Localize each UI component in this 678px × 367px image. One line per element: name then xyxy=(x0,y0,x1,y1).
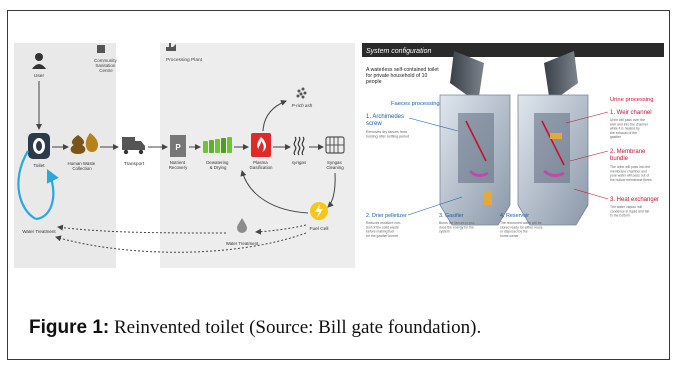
user-node: User xyxy=(32,53,46,79)
cleaning-node: Syngas Cleaning xyxy=(325,136,345,170)
fuelcell-node: Fuel Cell xyxy=(310,202,329,232)
plant-label-text: Processing Plant xyxy=(166,57,203,63)
archimedes-title: 1. Archimedes screw xyxy=(366,114,406,127)
water-treatment-left-label: Water Treatment xyxy=(22,229,56,234)
membrane-title: 2. Membrane bundle xyxy=(610,149,647,162)
toilet-cutaway-illustration xyxy=(439,51,589,226)
drier-title: 2. Drier pelletizer xyxy=(366,213,407,219)
sack-icon xyxy=(170,135,186,157)
system-configuration: System configuration A waterless self-co… xyxy=(362,43,664,271)
plant-label: Processing Plant xyxy=(166,43,203,63)
exchanger-title: 3. Heat exchanger xyxy=(610,197,659,203)
urine-title: Urine processing xyxy=(610,97,654,103)
svg-text:Plasma Gasification: Plasma Gasification xyxy=(250,160,273,170)
flow-diagram: Community Sanitation Centre Processing P… xyxy=(14,43,355,268)
figure-label: Figure 1: xyxy=(29,317,110,338)
svg-text:Nutrient Recovery: Nutrient Recovery xyxy=(169,160,188,170)
weir-title: 1. Weir channel xyxy=(610,110,652,116)
syngas-label: syngas xyxy=(292,160,307,165)
gasifier-title: 3. Gasifier xyxy=(439,213,464,219)
transport-node: Transport xyxy=(122,137,145,167)
ash-label: P-rich ash xyxy=(292,103,313,108)
building-icon xyxy=(97,45,105,53)
community-label: Community Sanitation Centre xyxy=(94,45,118,73)
nutrient-node: P Nutrient Recovery xyxy=(169,135,188,170)
exchanger-desc: The water vapour will condense in liquid… xyxy=(610,205,650,218)
figure-caption-text: Reinvented toilet (Source: Bill gate fou… xyxy=(113,317,482,338)
svg-text:Syngas Cleaning: Syngas Cleaning xyxy=(326,160,344,170)
figure-image: Community Sanitation Centre Processing P… xyxy=(14,43,664,271)
fuelcell-label: Fuel Cell xyxy=(310,226,329,232)
gasifier-desc: Burns the faeces to pro- duce the energy… xyxy=(439,221,476,234)
flame-icon xyxy=(251,133,271,157)
figure-caption: Figure 1: Reinvented toilet (Source: Bil… xyxy=(29,317,481,339)
pellets-icon xyxy=(203,137,232,153)
toilet-label: Toilet xyxy=(33,163,45,169)
water-mid-node: Water Treatment xyxy=(226,218,259,246)
ash-node: P-rich ash xyxy=(292,87,313,108)
plasma-node: Plasma Gasification xyxy=(250,133,273,170)
svg-text:Human Waste Collecti: Human Waste Collection xyxy=(68,161,97,171)
drier-desc: Reduces moisture con- tent of the solid … xyxy=(366,221,402,238)
filter-icon xyxy=(325,136,345,154)
reservoir-desc: The recovered water will be stored ready… xyxy=(500,221,544,238)
user-icon xyxy=(35,53,43,61)
config-header-bar xyxy=(362,43,664,57)
membrane-desc: The urine will pass into the membrane ch… xyxy=(610,165,652,182)
dewatering-node: Dewatering & Drying xyxy=(203,137,232,170)
svg-text:Community Sanitation: Community Sanitation Centre xyxy=(94,58,118,73)
svg-text:Water Treatment: Water Treatment xyxy=(226,241,259,246)
faeces-title: Faeces processing xyxy=(391,101,440,107)
factory-icon xyxy=(166,43,176,51)
transport-label: Transport xyxy=(124,161,145,167)
svg-text:P: P xyxy=(175,143,181,152)
ash-icon xyxy=(296,87,307,99)
archimedes-desc: Removes dry faeces from holding after se… xyxy=(366,130,409,139)
weir-desc: Urine will pass over the weir and into t… xyxy=(610,118,649,139)
config-intro: A waterless self-contained toilet for pr… xyxy=(366,67,440,85)
svg-text:Dewatering & Drying: Dewatering & Drying xyxy=(206,160,229,170)
drop-icon xyxy=(237,218,247,233)
syngas-node: syngas xyxy=(292,136,307,165)
toilet-node: Toilet xyxy=(28,133,50,169)
config-header: System configuration xyxy=(366,48,431,55)
figure-frame: Community Sanitation Centre Processing P… xyxy=(7,10,670,360)
user-label: User xyxy=(34,73,45,79)
human-waste-node: Human Waste Collection xyxy=(68,133,99,171)
waste-icon xyxy=(70,135,86,154)
gas-icon xyxy=(293,136,305,156)
truck-icon xyxy=(122,137,135,150)
reservoir-title: 4. Reservoir xyxy=(500,213,529,219)
